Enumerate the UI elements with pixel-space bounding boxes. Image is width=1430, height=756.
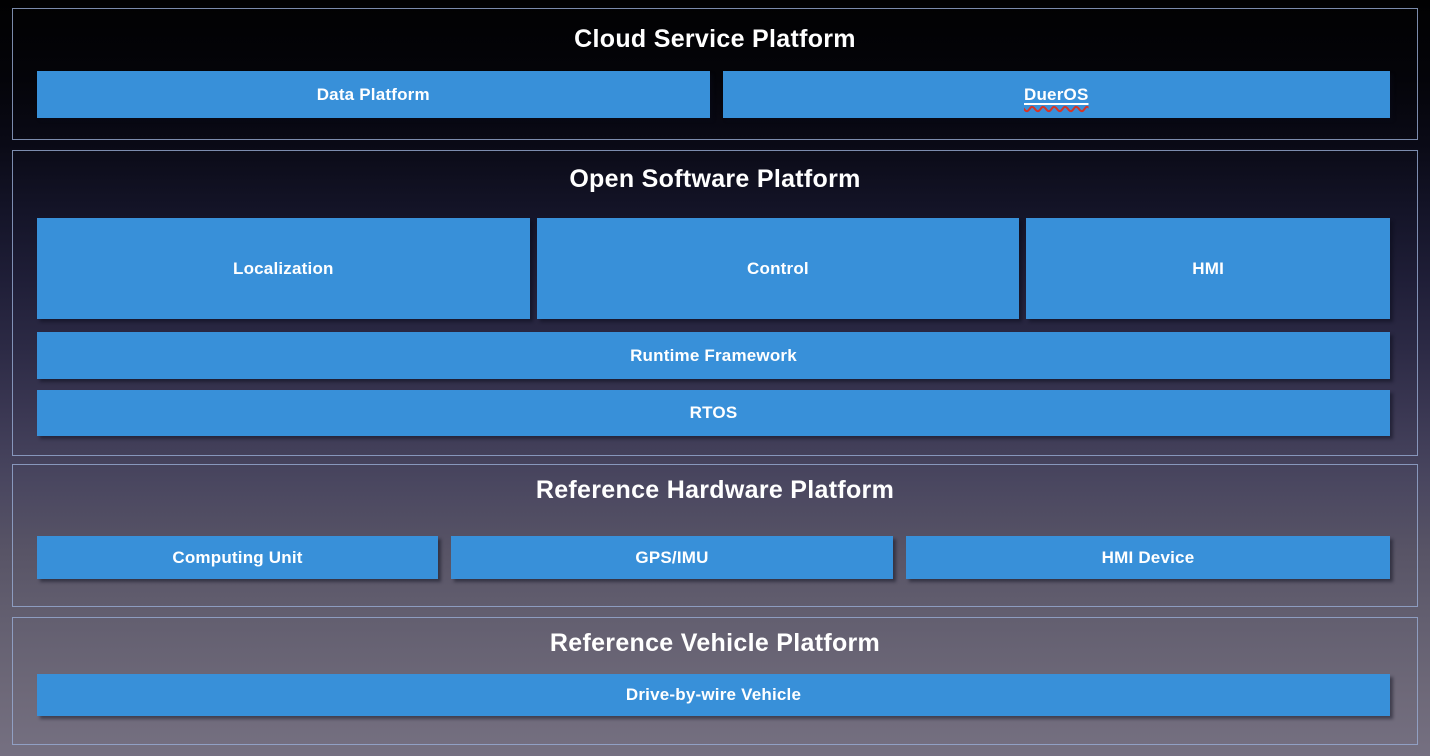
- bar-runtime-framework-label: Runtime Framework: [630, 345, 797, 365]
- runtime-framework-row: Runtime Framework: [37, 332, 1390, 379]
- reference-hardware-row: Computing Unit GPS/IMU HMI Device: [37, 536, 1390, 579]
- bar-rtos: RTOS: [37, 390, 1390, 436]
- open-software-row: Localization Control HMI: [37, 218, 1390, 319]
- box-control: Control: [536, 218, 1020, 319]
- box-computing-unit: Computing Unit: [37, 536, 438, 579]
- box-hmi-device: HMI Device: [906, 536, 1390, 579]
- bar-drive-by-wire-vehicle-label: Drive-by-wire Vehicle: [625, 685, 802, 704]
- box-control-label: Control: [747, 258, 809, 278]
- box-localization: Localization: [37, 218, 530, 319]
- spellcheck-wavy-underline: DuerOS: [1024, 85, 1089, 105]
- box-data-platform-label: Data Platform: [316, 84, 430, 104]
- box-localization-label: Localization: [232, 258, 334, 278]
- reference-hardware-platform-title: Reference Hardware Platform: [535, 476, 895, 504]
- rtos-row: RTOS: [37, 390, 1390, 436]
- box-hmi: HMI: [1026, 218, 1390, 319]
- reference-vehicle-platform-title: Reference Vehicle Platform: [549, 629, 881, 657]
- box-dueros: DuerOS: [722, 71, 1390, 118]
- box-hmi-device-label: HMI Device: [1101, 547, 1195, 567]
- cloud-service-platform-title: Cloud Service Platform: [574, 25, 856, 53]
- box-data-platform: Data Platform: [37, 71, 710, 118]
- reference-hardware-platform-section: Reference Hardware Platform Computing Un…: [12, 464, 1418, 607]
- box-gps-imu: GPS/IMU: [451, 536, 893, 579]
- cloud-service-platform-section: Cloud Service Platform Data Platform Due…: [12, 8, 1418, 140]
- open-software-platform-title: Open Software Platform: [569, 165, 861, 193]
- box-gps-imu-label: GPS/IMU: [635, 547, 709, 567]
- box-computing-unit-label: Computing Unit: [172, 547, 303, 567]
- open-software-platform-section: Open Software Platform Localization Cont…: [12, 150, 1418, 456]
- box-hmi-label: HMI: [1192, 258, 1225, 278]
- cloud-service-row: Data Platform DuerOS: [37, 71, 1390, 118]
- bar-rtos-label: RTOS: [689, 403, 738, 422]
- reference-vehicle-platform-section: Reference Vehicle Platform Drive-by-wire…: [12, 617, 1418, 745]
- reference-vehicle-row: Drive-by-wire Vehicle: [37, 674, 1390, 716]
- box-dueros-label: DuerOS: [1024, 84, 1089, 104]
- bar-drive-by-wire-vehicle: Drive-by-wire Vehicle: [37, 674, 1390, 716]
- bar-runtime-framework: Runtime Framework: [37, 332, 1390, 379]
